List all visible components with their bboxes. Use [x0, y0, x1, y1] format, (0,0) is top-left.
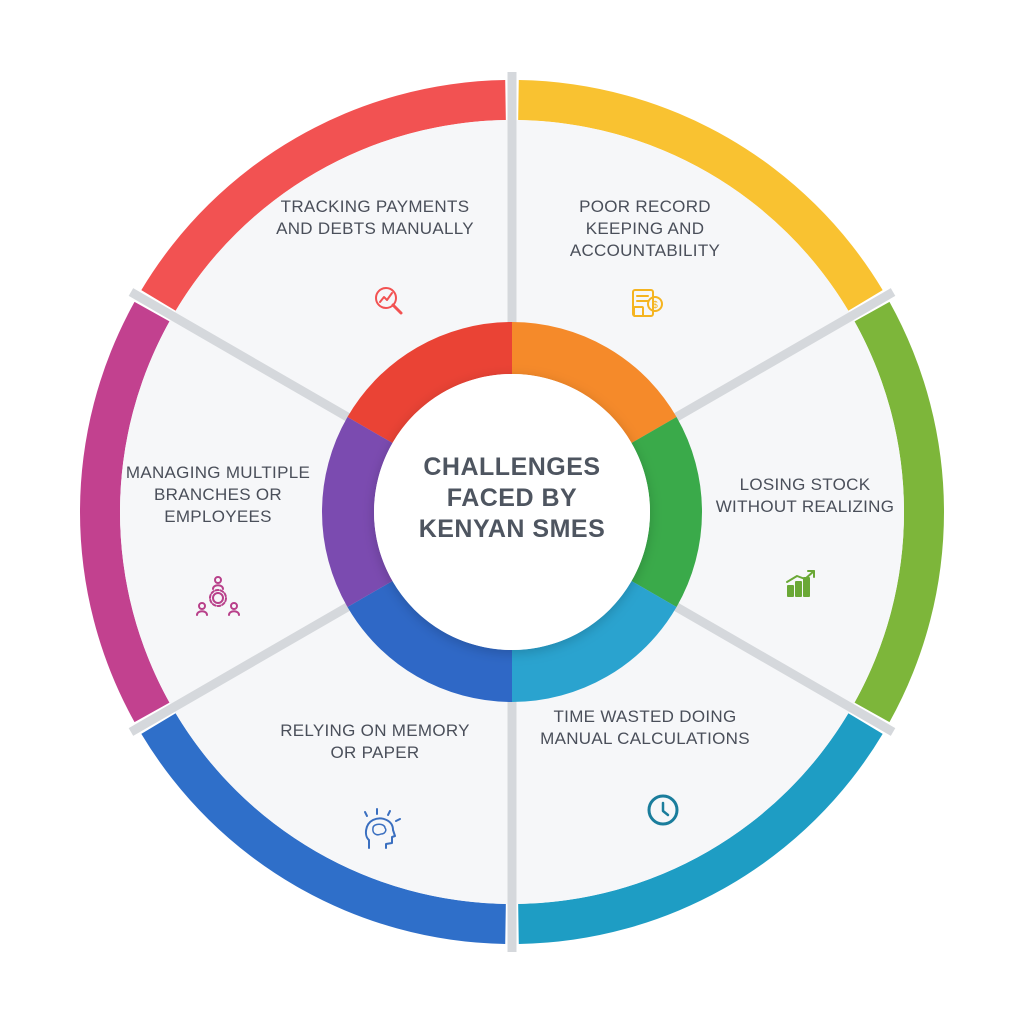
- center-title: CHALLENGES FACED BY KENYAN SMES: [418, 453, 606, 543]
- segment-label-time-wasted: TIME WASTED DOING MANUAL CALCULATIONS: [540, 707, 750, 748]
- outer-arc-1: [518, 80, 883, 311]
- inner-arc-3: [512, 581, 677, 702]
- segment-label-poor-record-keeping: POOR RECORD KEEPING AND ACCOUNTABILITY: [569, 197, 721, 260]
- head-brain-icon: [364, 808, 401, 849]
- inner-arc-0: [347, 322, 512, 443]
- bar-chart-growth-icon: [786, 570, 815, 597]
- outer-arc-5: [79, 301, 170, 723]
- segment-panel-5: [119, 316, 350, 708]
- inner-arc-2: [631, 417, 702, 607]
- outer-arc-4: [141, 713, 506, 944]
- segment-label-relying-on-memory: RELYING ON MEMORY OR PAPER: [280, 721, 470, 762]
- segment-panel-2: [674, 316, 904, 708]
- segment-icons: $: [196, 287, 815, 849]
- outer-arc-0: [141, 80, 506, 311]
- inner-ring: [322, 322, 702, 702]
- svg-text:$: $: [652, 300, 658, 311]
- segment-label-tracking-payments: TRACKING PAYMENTS AND DEBTS MANUALLY: [276, 197, 474, 238]
- magnifier-chart-icon: [375, 287, 403, 315]
- center-circle: [374, 374, 650, 650]
- clock-icon: [647, 794, 679, 826]
- inner-arc-1: [512, 322, 677, 443]
- outer-arc-2: [854, 301, 944, 723]
- invoice-calculator-icon: $: [632, 289, 663, 317]
- team-gear-icon: [196, 576, 240, 616]
- inner-arc-4: [347, 581, 512, 702]
- segment-label-losing-stock: LOSING STOCK WITHOUT REALIZING: [715, 475, 895, 516]
- inner-arc-5: [322, 417, 393, 607]
- outer-ring: [79, 80, 944, 944]
- outer-arc-3: [518, 713, 883, 944]
- segment-label-managing-branches: MANAGING MULTIPLE BRANCHES OR EMPLOYEES: [125, 463, 311, 526]
